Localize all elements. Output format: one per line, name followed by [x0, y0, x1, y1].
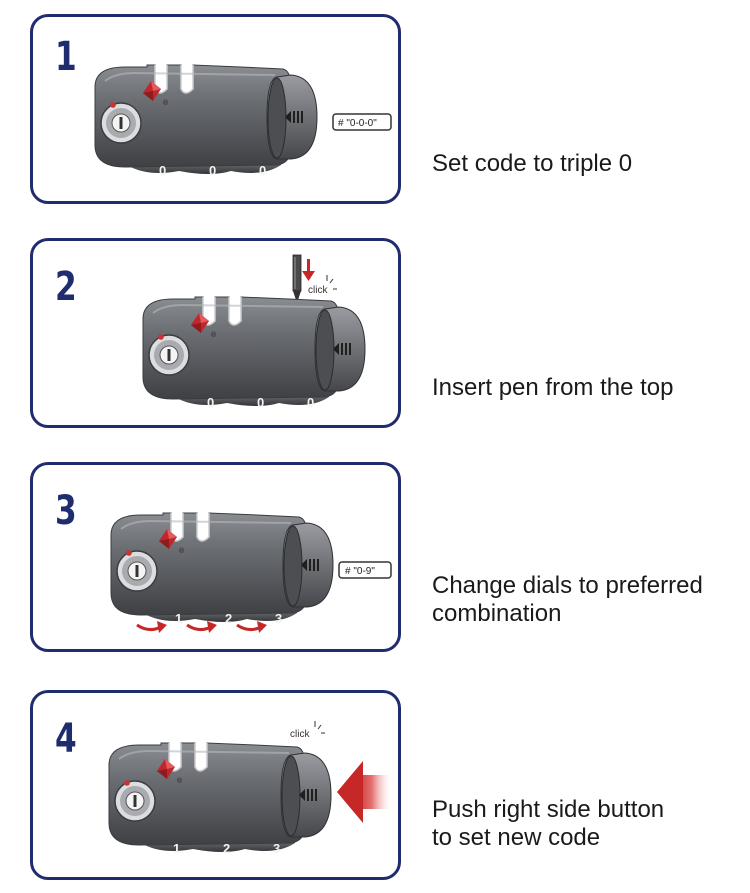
step-panel-2: 2 click 0 0 0 — [30, 238, 401, 428]
step-caption-4: Push right side button to set new code — [432, 796, 664, 852]
dial-value: 0 — [307, 395, 314, 410]
dial-value: 2 — [223, 841, 230, 856]
click-label: click — [308, 285, 328, 296]
step-panel-1: 1 0 0 0 # "0-0-0" — [30, 14, 401, 204]
step-panel-3: 3 1 2 3 # "0-9" — [30, 462, 401, 652]
pen-icon — [292, 254, 302, 303]
dial-value: 0 — [159, 163, 166, 178]
click-burst-icon — [326, 275, 337, 290]
dial-value: 3 — [273, 841, 280, 856]
dial-value: 2 — [225, 611, 232, 626]
caption-line: Push right side button — [432, 796, 665, 823]
step-number: 3 — [55, 488, 77, 534]
dial-value: 3 — [275, 611, 282, 626]
step-number: 4 — [55, 716, 77, 762]
step-caption-2: Insert pen from the top — [432, 374, 673, 402]
step-caption-1: Set code to triple 0 — [432, 150, 632, 178]
down-arrow-icon — [302, 259, 315, 281]
click-burst-icon — [314, 721, 325, 734]
code-tag-text: # "0-9" — [345, 566, 375, 577]
step-number: 2 — [55, 264, 77, 310]
click-label: click — [290, 729, 310, 740]
code-tag: # "0-9" — [338, 561, 392, 579]
caption-line: Change dials to preferred — [432, 572, 703, 599]
step-number: 1 — [55, 34, 77, 80]
push-arrow-icon — [337, 761, 393, 823]
lock-illustration: click 1 2 3 — [108, 721, 393, 856]
dial-labels: 0 0 0 — [159, 163, 266, 178]
rotate-arrow-icon — [136, 623, 262, 632]
lock-illustration: 0 0 0 # "0-0-0" — [94, 64, 392, 178]
rotate-arrowhead-icon — [157, 621, 267, 633]
dial-value: 0 — [207, 395, 214, 410]
caption-line: combination — [432, 600, 562, 627]
dial-value: 0 — [209, 163, 216, 178]
lock-illustration: click 0 0 0 — [142, 254, 366, 410]
dial-value: 1 — [173, 841, 180, 856]
dial-value: 0 — [257, 395, 264, 410]
step-caption-3: Change dials to preferred combination — [432, 572, 703, 628]
caption-line: Insert pen from the top — [432, 374, 674, 401]
caption-line: Set code to triple 0 — [432, 150, 633, 177]
caption-line: to set new code — [432, 824, 601, 851]
code-tag: # "0-0-0" — [332, 113, 392, 131]
step-panel-4: 4 click 1 2 3 — [30, 690, 401, 880]
lock-illustration: 1 2 3 # "0-9" — [110, 512, 392, 633]
dial-value: 0 — [259, 163, 266, 178]
code-tag-text: # "0-0-0" — [338, 118, 377, 129]
dial-value: 1 — [175, 611, 182, 626]
